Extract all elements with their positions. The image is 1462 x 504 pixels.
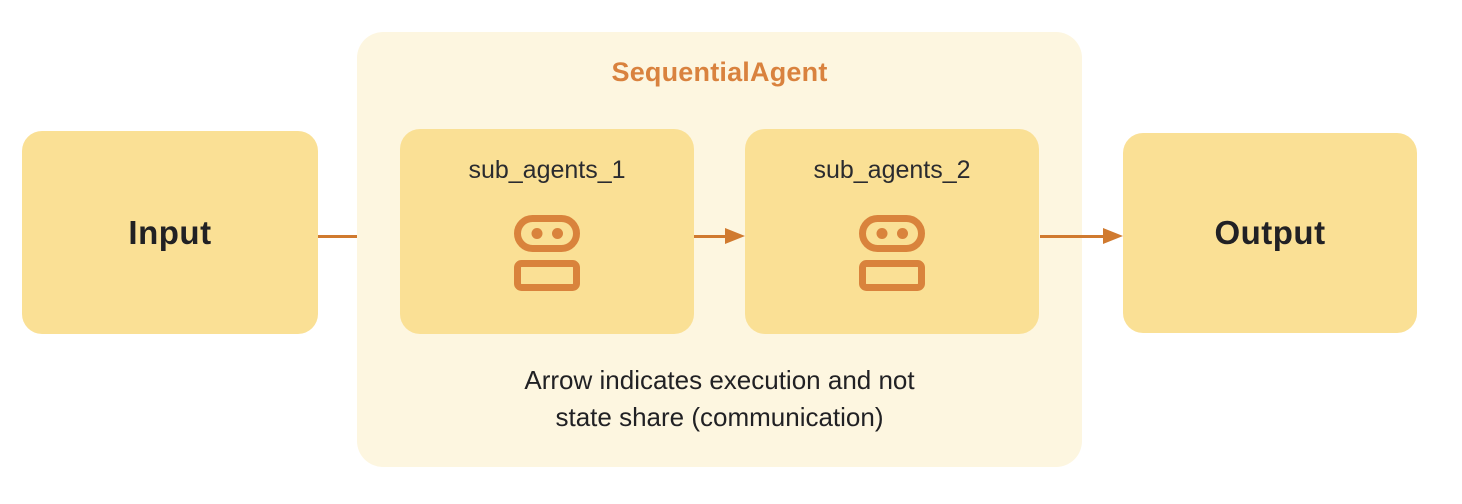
sub-agent-2-label: sub_agents_2 xyxy=(813,156,971,184)
output-node-label: Output xyxy=(1214,214,1326,251)
flow-arrow-agent2-to-output xyxy=(1040,228,1123,244)
sub-agent-1-label: sub_agents_1 xyxy=(468,156,626,184)
arrow-line xyxy=(1040,234,1103,238)
robot-icon xyxy=(859,215,925,291)
input-node-label: Input xyxy=(128,213,212,251)
input-node: Input xyxy=(22,131,318,334)
sub-agent-node-2: sub_agents_2 xyxy=(745,129,1039,334)
arrow-line xyxy=(694,234,725,238)
arrowhead-icon xyxy=(1103,228,1123,244)
flow-arrow-agent1-to-agent2 xyxy=(694,228,745,244)
sub-agent-node-1: sub_agents_1 xyxy=(400,129,694,334)
caption-line-1: Arrow indicates execution and not xyxy=(524,365,915,395)
robot-icon xyxy=(514,215,580,291)
arrowhead-icon xyxy=(725,228,745,244)
caption-line-2: state share (communication) xyxy=(555,402,884,432)
arrow-line xyxy=(318,234,380,238)
output-node: Output xyxy=(1123,133,1417,333)
sequential-agent-title: SequentialAgent xyxy=(611,57,828,87)
caption: Arrow indicates execution and not state … xyxy=(357,362,1082,436)
